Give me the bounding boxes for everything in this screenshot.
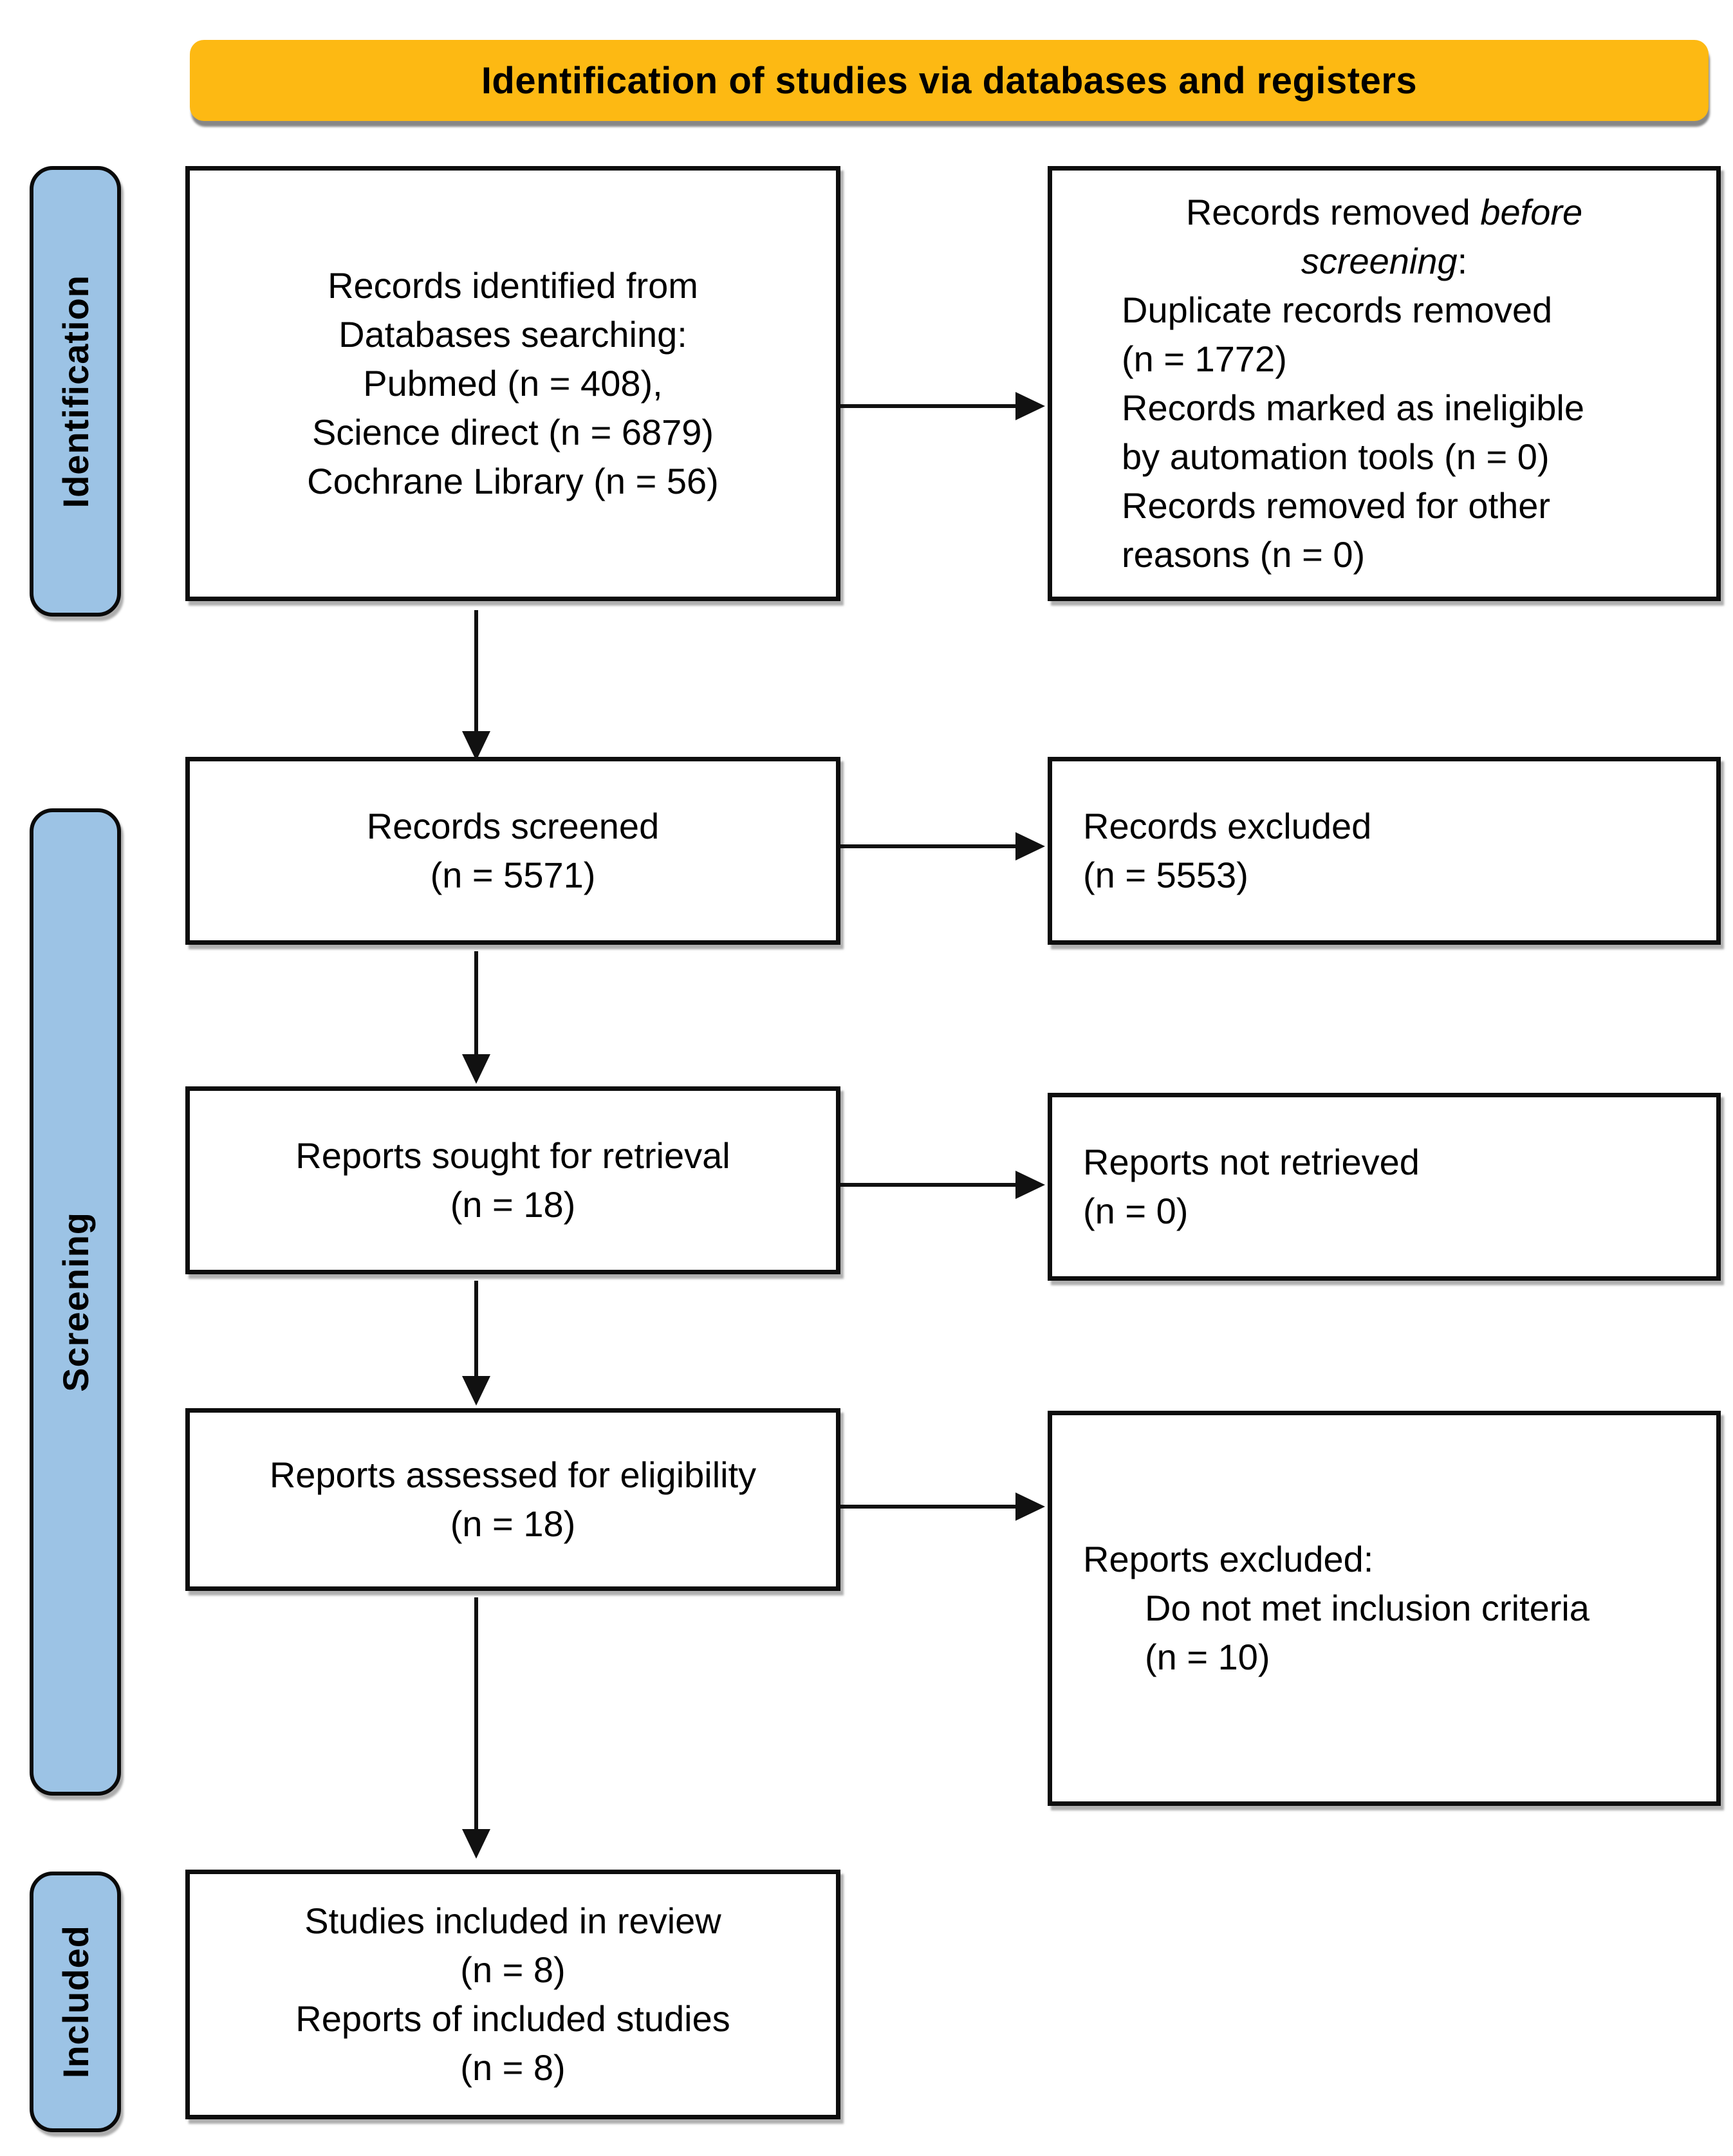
box-reports-sought: Reports sought for retrieval (n = 18) xyxy=(185,1086,840,1274)
stage-included-label: Included xyxy=(55,1925,96,2079)
arrow-identified-to-screened-icon xyxy=(474,610,478,732)
arrow-screened-to-excluded-icon xyxy=(840,844,1017,848)
arrow-assessed-to-reports-excluded-icon xyxy=(840,1505,1017,1509)
studies-included-text: Studies included in review (n = 8) Repor… xyxy=(295,1900,730,2088)
reports-not-retrieved-text: Reports not retrieved (n = 0) xyxy=(1083,1142,1420,1231)
box-reports-not-retrieved: Reports not retrieved (n = 0) xyxy=(1048,1093,1721,1281)
box-records-excluded: Records excluded (n = 5553) xyxy=(1048,757,1721,945)
records-removed-heading-line2: screening: xyxy=(1052,237,1716,286)
stage-identification: Identification xyxy=(30,166,121,617)
box-records-screened: Records screened (n = 5571) xyxy=(185,757,840,945)
diagram-title: Identification of studies via databases … xyxy=(481,59,1418,102)
arrow-identified-to-removed-icon xyxy=(840,404,1017,408)
arrow-assessed-to-included-icon xyxy=(474,1597,478,1830)
reports-assessed-text: Reports assessed for eligibility (n = 18… xyxy=(269,1454,757,1544)
arrow-sought-to-not-retrieved-icon xyxy=(840,1183,1017,1187)
stage-screening-label: Screening xyxy=(55,1212,96,1392)
arrow-screened-to-sought-icon xyxy=(474,951,478,1055)
stage-screening: Screening xyxy=(30,808,121,1796)
box-reports-excluded: Reports excluded: Do not met inclusion c… xyxy=(1048,1411,1721,1806)
stage-included: Included xyxy=(30,1872,121,2132)
title-banner: Identification of studies via databases … xyxy=(190,40,1709,121)
records-removed-details: Duplicate records removed (n = 1772) Rec… xyxy=(1122,290,1585,575)
records-removed-heading-italic2: screening xyxy=(1301,241,1458,281)
records-removed-heading: Records removed before xyxy=(1052,188,1716,237)
box-records-removed: Records removed before screening: Duplic… xyxy=(1048,166,1721,601)
records-removed-heading-italic1: before xyxy=(1480,192,1583,232)
box-records-identified: Records identified from Databases search… xyxy=(185,166,840,601)
records-screened-text: Records screened (n = 5571) xyxy=(366,806,660,895)
reports-excluded-title: Reports excluded: xyxy=(1083,1539,1374,1579)
box-reports-assessed: Reports assessed for eligibility (n = 18… xyxy=(185,1408,840,1591)
records-removed-heading-colon: : xyxy=(1457,241,1468,281)
records-excluded-text: Records excluded (n = 5553) xyxy=(1083,806,1372,895)
box-studies-included: Studies included in review (n = 8) Repor… xyxy=(185,1870,840,2119)
stage-identification-label: Identification xyxy=(55,274,96,508)
records-removed-heading-regular: Records removed xyxy=(1185,192,1481,232)
records-identified-text: Records identified from Databases search… xyxy=(307,265,719,501)
reports-sought-text: Reports sought for retrieval (n = 18) xyxy=(295,1135,730,1225)
reports-excluded-details: Do not met inclusion criteria (n = 10) xyxy=(1145,1588,1589,1677)
arrow-sought-to-assessed-icon xyxy=(474,1281,478,1377)
